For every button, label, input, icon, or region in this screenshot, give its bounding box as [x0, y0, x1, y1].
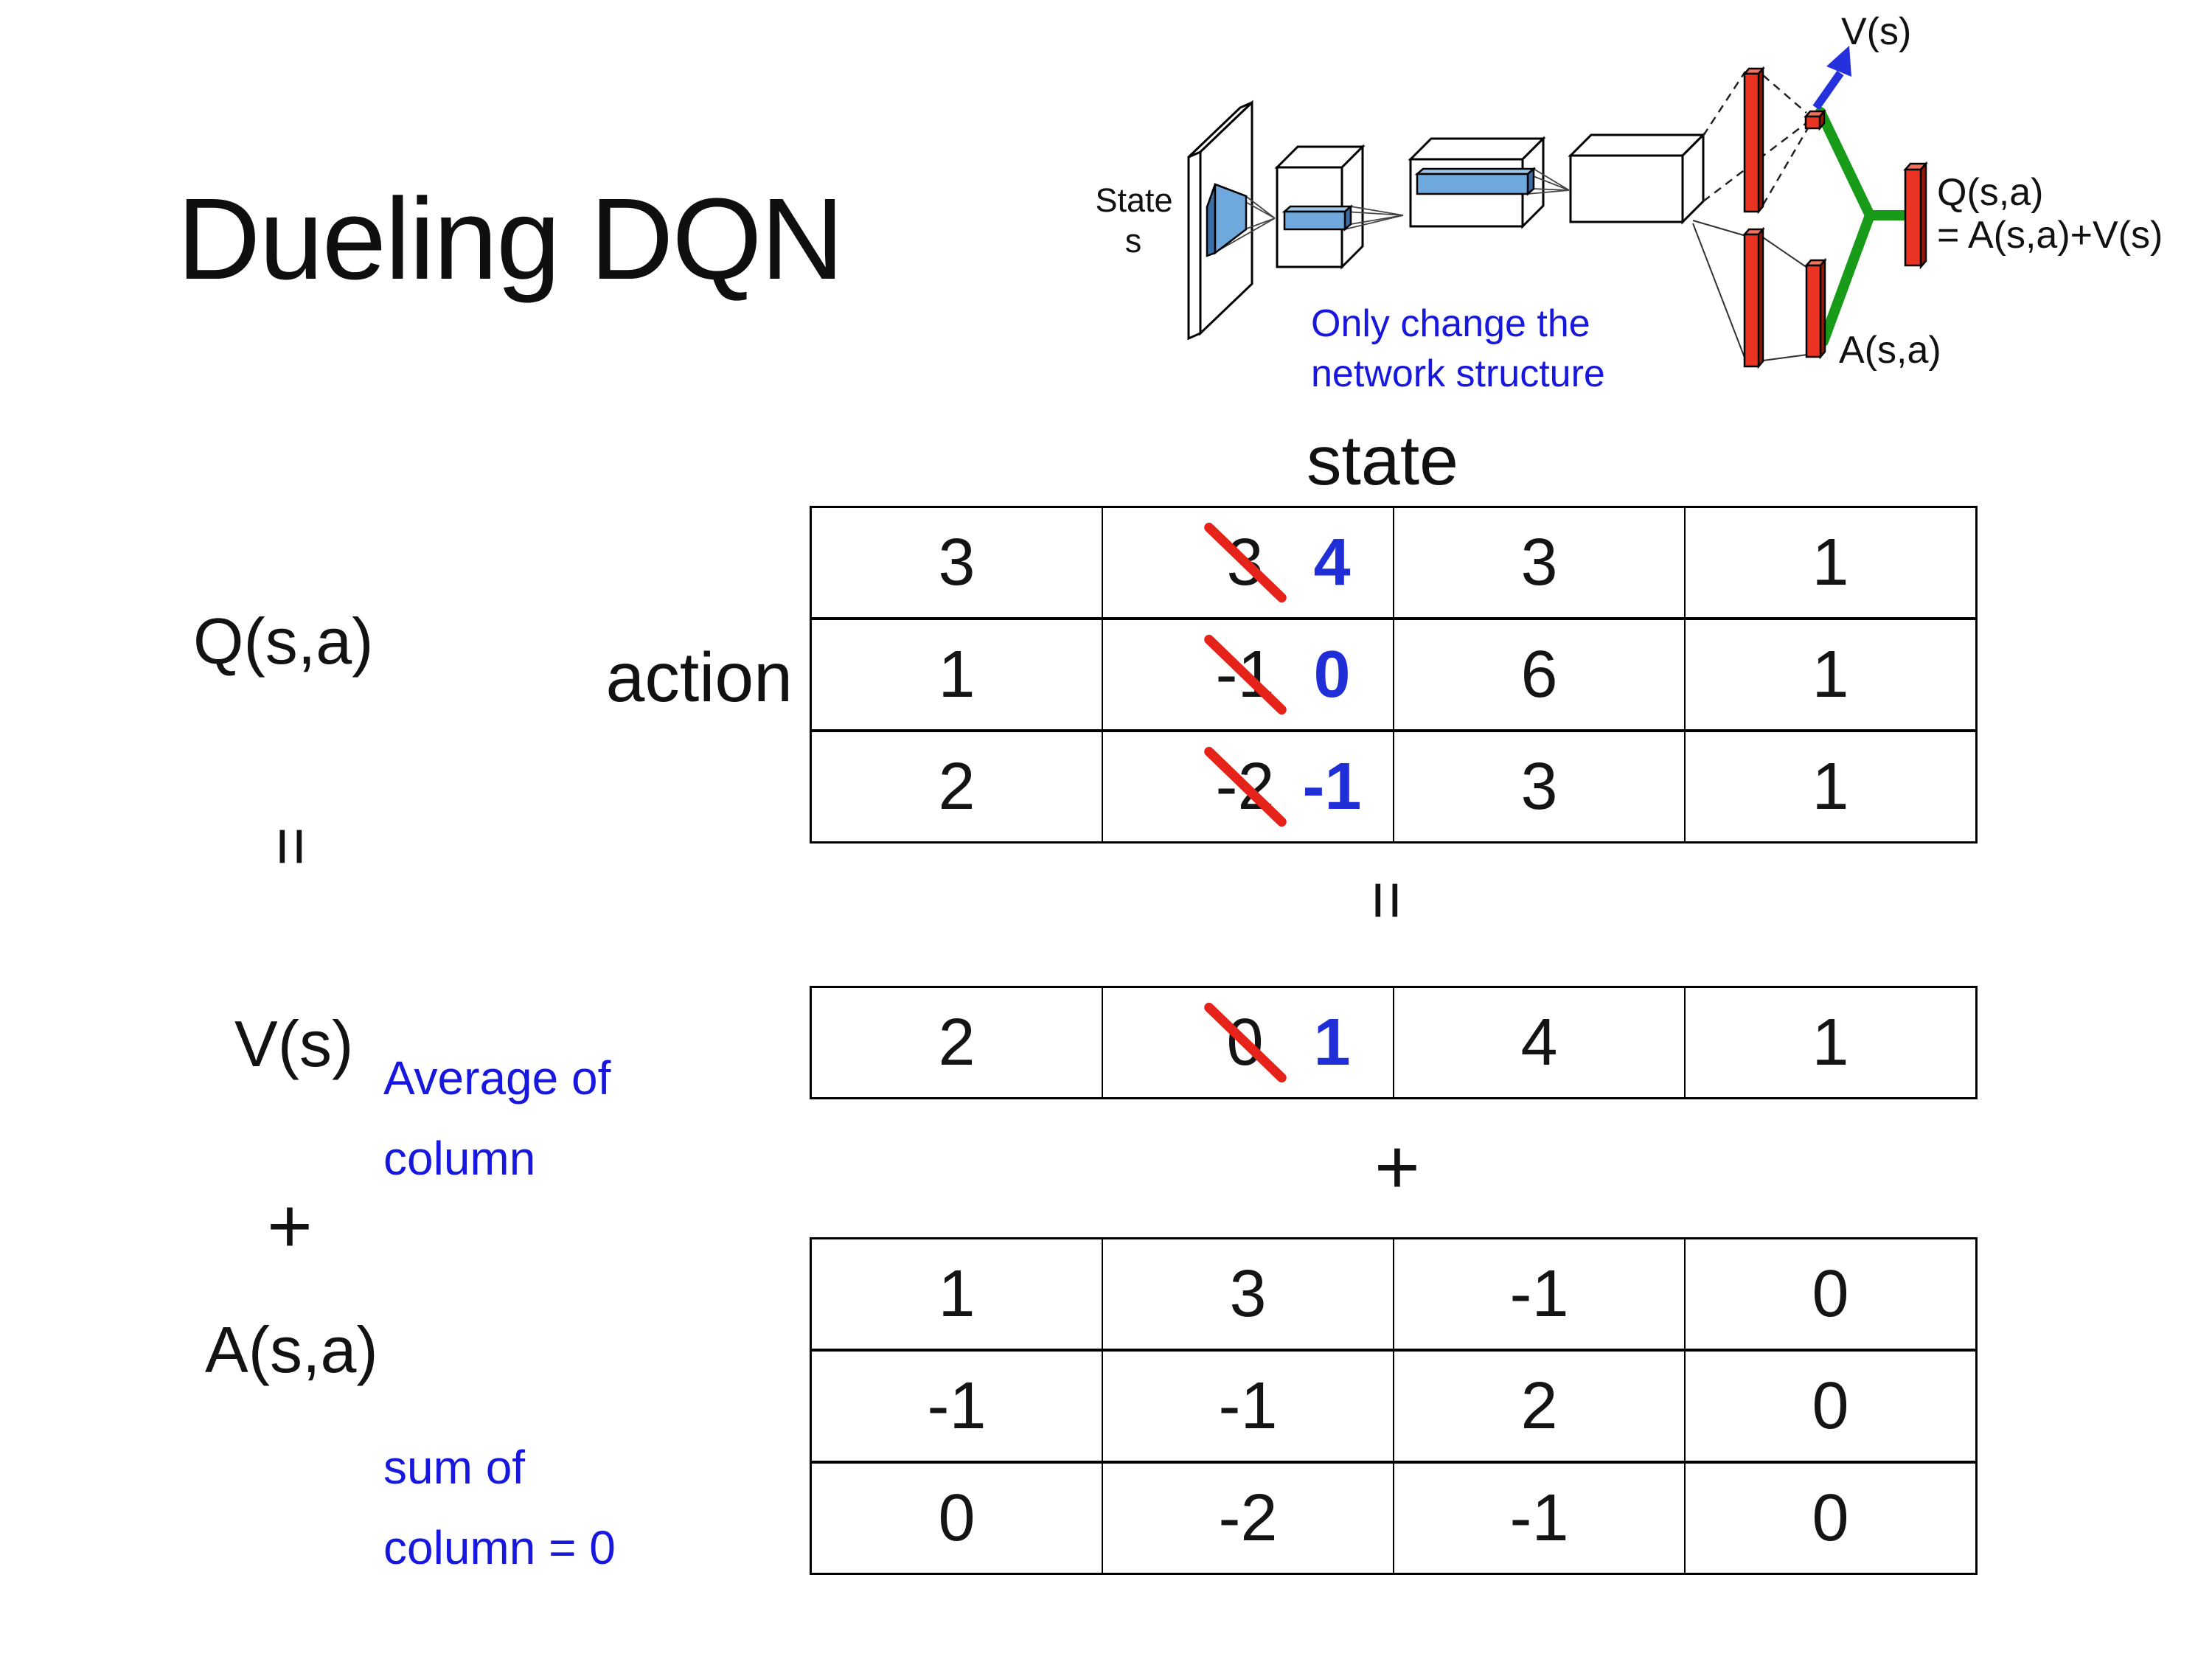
v-cell: 4	[1394, 988, 1686, 1097]
fc-bar-bottom	[1742, 226, 1765, 369]
table-row: 1 3 -1 0	[812, 1239, 1975, 1352]
q-cell-crossed: -2 -1	[1103, 732, 1394, 841]
a-cell: 0	[812, 1464, 1103, 1573]
state-value-vector: 2 0 1 4 1	[810, 986, 1978, 1099]
diagram-q-formula: = A(s,a)+V(s)	[1937, 214, 2163, 257]
table-row: 0 -2 -1 0	[812, 1464, 1975, 1573]
q-cell: 6	[1394, 620, 1686, 729]
new-value: 1	[1313, 1006, 1351, 1079]
table-row: 1 -1 0 6 1	[812, 620, 1975, 732]
q-cell-crossed: -1 0	[1103, 620, 1394, 729]
feature-slab-2	[1281, 204, 1354, 232]
a-cell: 0	[1812, 1257, 1849, 1331]
table-row: -1 -1 2 0	[812, 1352, 1975, 1464]
plus-left-glyph: +	[267, 1183, 313, 1270]
q-cell: 1	[1812, 750, 1849, 824]
q-cell: 3	[1394, 508, 1686, 617]
merge-connector	[1815, 107, 1907, 347]
feature-slab-3	[1414, 167, 1537, 196]
q-output-bar	[1903, 161, 1928, 270]
a-cell: -1	[1103, 1352, 1394, 1461]
a-cell: 2	[1394, 1352, 1686, 1461]
fc-bar-top	[1742, 66, 1765, 215]
sum-note-line1: sum of	[383, 1441, 526, 1494]
q-cell: 2	[812, 732, 1103, 841]
average-note-line2: column	[383, 1132, 536, 1185]
diagram-state-label: State	[1095, 181, 1172, 219]
v-cell: 1	[1812, 1006, 1849, 1079]
plus-center-glyph: +	[1374, 1124, 1420, 1211]
advantage-bar	[1804, 257, 1827, 360]
diagram-q-label: Q(s,a)	[1937, 171, 2043, 214]
q-cell-crossed: 3 4	[1103, 508, 1394, 617]
feature-slab-1	[1206, 183, 1248, 257]
solid-links	[1692, 220, 1808, 362]
advantage-matrix: 1 3 -1 0 -1 -1 2 0 0 -2 -1 0	[810, 1237, 1978, 1575]
sum-note-line2: column = 0	[383, 1521, 616, 1574]
page-title: Dueling DQN	[177, 175, 844, 304]
dueling-network-diagram: V(s) Q(s,a) = A(s,a)+V(s) A(s,a) State s…	[1095, 10, 2163, 395]
table-row: 2 -2 -1 3 1	[812, 732, 1975, 841]
a-cell: 0	[1812, 1369, 1849, 1443]
q-cell: 1	[1812, 638, 1849, 712]
a-cell: -2	[1103, 1464, 1394, 1573]
plus-left: +	[253, 1183, 327, 1270]
diagram-state-s-label: s	[1125, 222, 1142, 260]
a-cell: 0	[1812, 1481, 1849, 1555]
new-value: 4	[1313, 526, 1351, 599]
q-cell: 3	[1394, 732, 1686, 841]
plus-center: +	[1360, 1124, 1434, 1211]
q-matrix-label: Q(s,a)	[193, 605, 374, 678]
q-value-matrix: 3 3 4 3 1 1 -1 0 6 1 2 -2 -1 3 1	[810, 506, 1978, 844]
diagram-v-label: V(s)	[1841, 10, 1911, 53]
v-vector-label: V(s)	[234, 1007, 354, 1080]
dashed-links	[1702, 71, 1810, 206]
equals-center-glyph: =	[1349, 880, 1425, 920]
average-of-column-note: Average of column	[383, 1038, 611, 1199]
diagram-a-label: A(s,a)	[1839, 329, 1941, 372]
action-axis-header: action	[605, 639, 793, 717]
state-axis-header: state	[1307, 422, 1458, 500]
q-cell: 1	[1812, 526, 1849, 599]
v-cell-crossed: 0 1	[1103, 988, 1394, 1097]
a-matrix-label: A(s,a)	[205, 1313, 378, 1386]
diagram-note-line1: Only change the	[1311, 302, 1590, 345]
new-value: -1	[1302, 750, 1362, 824]
sum-of-column-note: sum of column = 0	[383, 1427, 616, 1588]
equals-center: =	[1349, 863, 1425, 937]
q-cell: 3	[812, 508, 1103, 617]
equals-left: =	[253, 810, 329, 883]
table-row: 2 0 1 4 1	[812, 988, 1975, 1097]
equals-left-glyph: =	[253, 827, 329, 866]
a-cell: 3	[1103, 1239, 1394, 1349]
q-cell: 1	[812, 620, 1103, 729]
a-cell: 1	[812, 1239, 1103, 1349]
table-row: 3 3 4 3 1	[812, 508, 1975, 620]
conv-box-3	[1568, 132, 1706, 225]
a-cell: -1	[812, 1352, 1103, 1461]
diagram-note-line2: network structure	[1311, 352, 1605, 395]
a-cell: -1	[1394, 1239, 1686, 1349]
v-cell: 2	[812, 988, 1103, 1097]
a-cell: -1	[1394, 1464, 1686, 1573]
average-note-line1: Average of	[383, 1051, 611, 1105]
new-value: 0	[1313, 638, 1351, 712]
value-arrow	[1812, 46, 1851, 111]
value-node	[1804, 108, 1826, 131]
